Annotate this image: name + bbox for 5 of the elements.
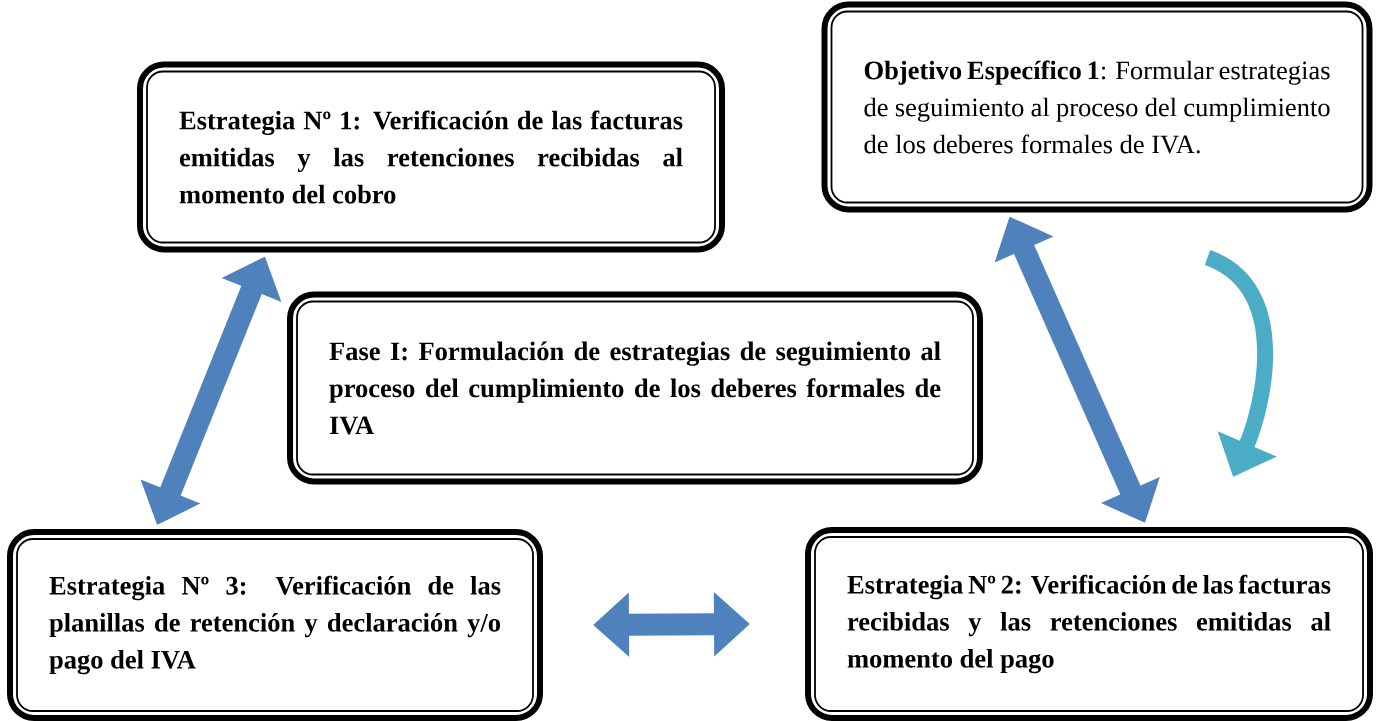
text-box: Objetivo Específico 1: Formular estrategias de seguimiento al proceso del cumplimiento de los deberes formales de IVA. <box>821 1 1373 213</box>
text-box: Estrategia Nº 2: Verificación de las facturas recibidas y las retenciones emitidas al momento del pago <box>805 527 1373 721</box>
text-box: Fase I: Formulación de estrategias de seguimiento al proceso del cumplimiento de los deberes formales de IVA <box>287 291 983 485</box>
text-box: Estrategia Nº 1: Verificación de las facturas emitidas y las retenciones recibidas al momento del cobro <box>137 61 725 253</box>
text-box: Estrategia Nº 3: Verificación de las planillas de retención y declaración y/o pago del IVA <box>7 529 543 721</box>
